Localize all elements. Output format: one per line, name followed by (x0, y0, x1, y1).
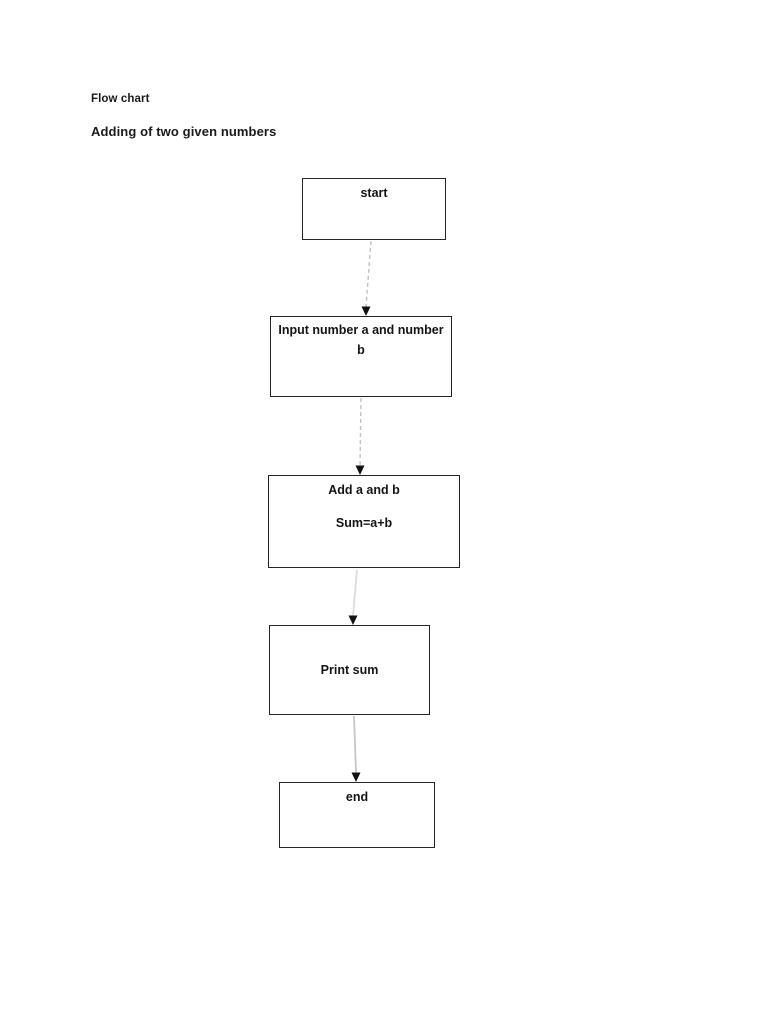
node-add-formula: Sum=a+b (335, 516, 393, 530)
arrowhead-start-to-input (361, 306, 371, 316)
arrowhead-add-to-print (348, 615, 358, 625)
node-input-label: Input number a and number b (278, 323, 444, 357)
flowchart-node-add: Add a and b Sum=a+b (268, 475, 460, 568)
flowchart-node-print: Print sum (269, 625, 430, 715)
connector-add-to-print (352, 569, 358, 617)
arrowhead-input-to-add (355, 465, 365, 475)
flowchart-node-end: end (279, 782, 435, 848)
document-subheading: Adding of two given numbers (91, 124, 277, 139)
arrowhead-print-to-end (351, 772, 361, 782)
flowchart-node-input: Input number a and number b (270, 316, 452, 397)
connector-start-to-input (365, 240, 372, 308)
flowchart-node-start: start (302, 178, 446, 240)
node-print-label: Print sum (320, 663, 379, 677)
node-start-label: start (360, 186, 388, 200)
node-end-label: end (345, 790, 369, 804)
node-add-title: Add a and b (328, 483, 400, 497)
connector-print-to-end (353, 715, 357, 773)
document-heading: Flow chart (91, 93, 150, 105)
connector-input-to-add (359, 397, 362, 467)
